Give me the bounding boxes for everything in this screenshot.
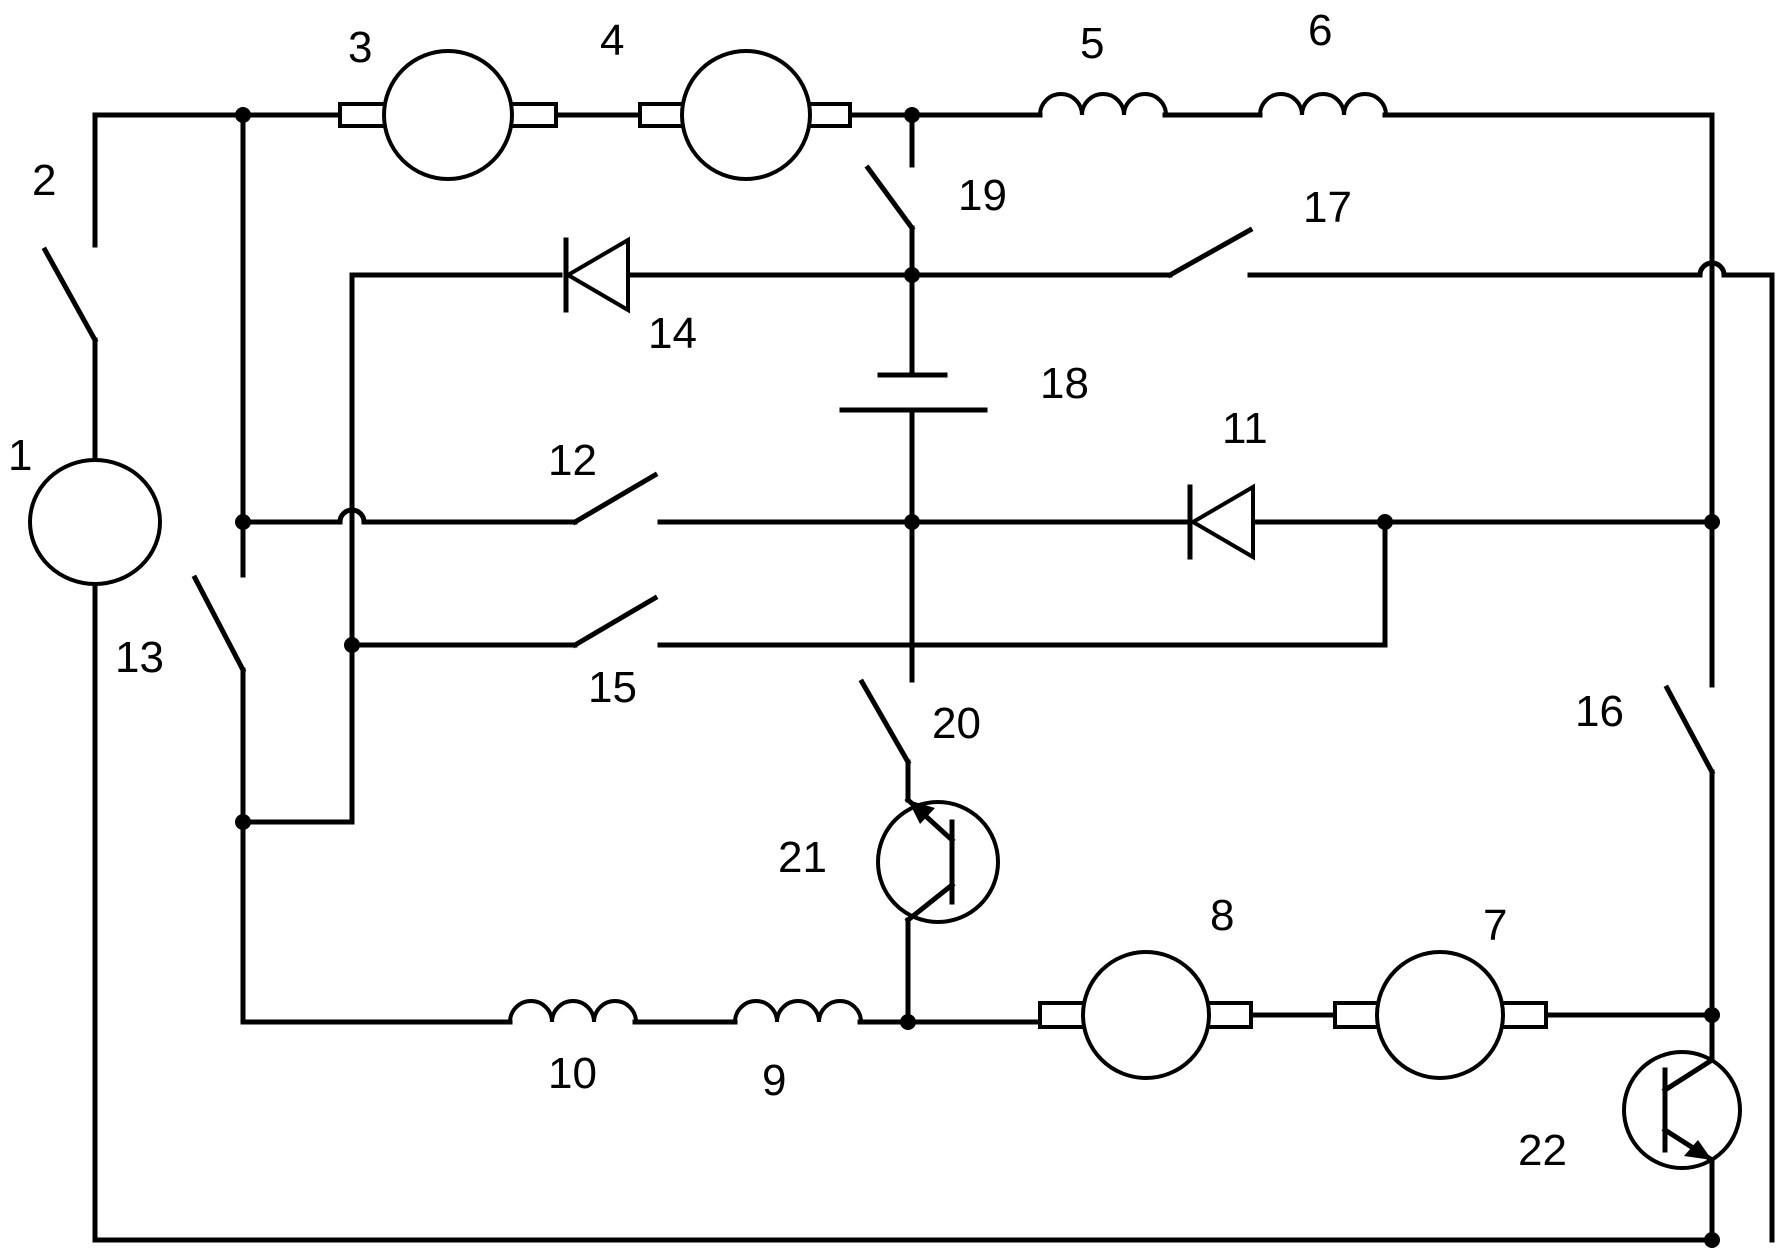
label-10: 10 bbox=[548, 1049, 597, 1098]
transistor-22 bbox=[1622, 1050, 1742, 1170]
label-22: 22 bbox=[1518, 1126, 1567, 1175]
diode-14 bbox=[563, 236, 630, 314]
transistor-21 bbox=[876, 796, 1000, 924]
diode-11 bbox=[1187, 483, 1255, 561]
source-1-symbol bbox=[28, 458, 162, 586]
inductor-10 bbox=[508, 999, 638, 1023]
switch-17-blade bbox=[1166, 226, 1254, 279]
switch-20-blade bbox=[858, 678, 912, 766]
inductor-6 bbox=[1258, 92, 1388, 116]
label-16: 16 bbox=[1575, 687, 1624, 736]
label-5: 5 bbox=[1080, 19, 1104, 68]
switch-15-blade bbox=[571, 594, 659, 649]
switch-13-blade bbox=[191, 574, 247, 674]
inductor-9 bbox=[733, 999, 863, 1023]
motor-3 bbox=[338, 49, 558, 181]
switch-19-blade bbox=[864, 164, 916, 232]
label-21: 21 bbox=[778, 833, 827, 882]
label-12: 12 bbox=[548, 436, 597, 485]
label-6: 6 bbox=[1308, 6, 1332, 55]
label-9: 9 bbox=[762, 1056, 786, 1105]
motor-7 bbox=[1333, 950, 1548, 1080]
label-11: 11 bbox=[1222, 404, 1268, 453]
switch-16-blade bbox=[1663, 684, 1716, 776]
junctions bbox=[235, 107, 1720, 1248]
switch-12-blade bbox=[571, 471, 659, 526]
label-14: 14 bbox=[648, 309, 697, 358]
label-15: 15 bbox=[588, 663, 637, 712]
label-19: 19 bbox=[958, 171, 1007, 220]
motor-4 bbox=[638, 49, 852, 181]
wires bbox=[92, 112, 1775, 1243]
inductor-5 bbox=[1038, 92, 1168, 116]
label-18: 18 bbox=[1040, 359, 1089, 408]
label-8: 8 bbox=[1210, 891, 1234, 940]
label-17: 17 bbox=[1303, 183, 1352, 232]
motor-8 bbox=[1038, 950, 1253, 1080]
label-13: 13 bbox=[115, 633, 164, 682]
switch-2-blade bbox=[41, 246, 99, 344]
component-labels: 1 2 3 4 5 6 7 8 9 10 11 12 13 14 15 16 1… bbox=[8, 6, 1624, 1175]
label-2: 2 bbox=[32, 156, 56, 205]
label-3: 3 bbox=[348, 23, 372, 72]
label-20: 20 bbox=[932, 699, 981, 748]
battery-18 bbox=[839, 372, 988, 413]
label-4: 4 bbox=[600, 16, 624, 65]
switches bbox=[41, 164, 1716, 776]
label-7: 7 bbox=[1483, 901, 1507, 950]
label-1: 1 bbox=[8, 431, 32, 480]
